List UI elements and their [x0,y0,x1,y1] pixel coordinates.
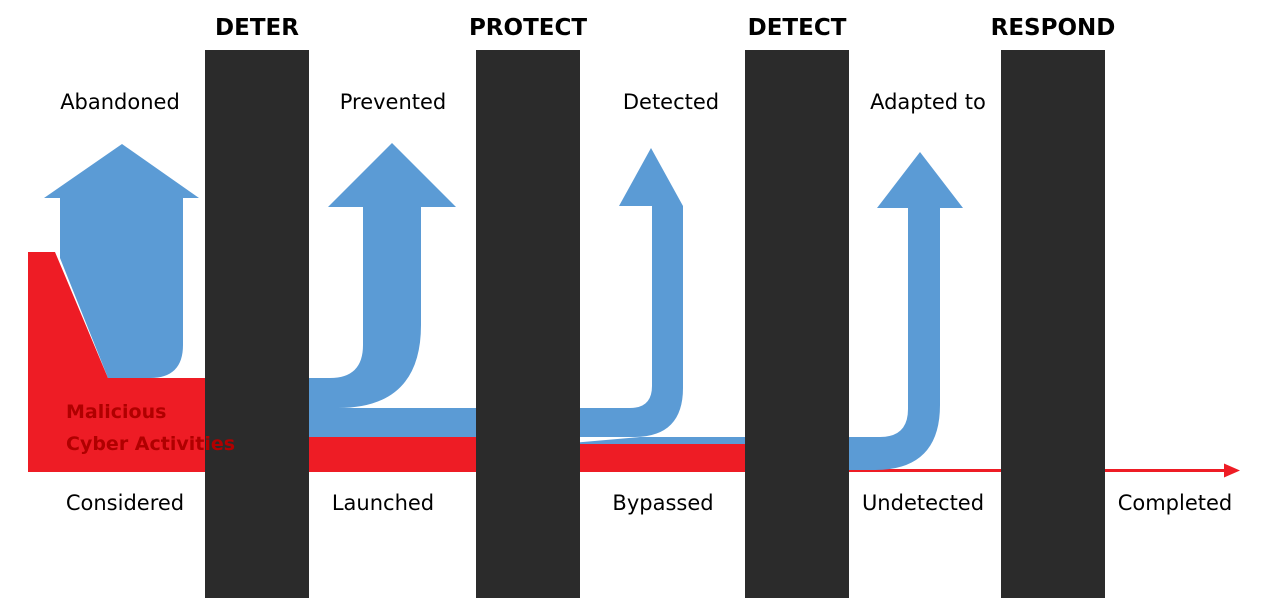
stage-label-protect: PROTECT [469,15,587,41]
outcome-label-adapted-to: Adapted to [870,90,986,114]
outcome-label-prevented: Prevented [340,90,447,114]
flow-label-completed: Completed [1118,491,1233,515]
malicious-activity-flow [28,252,1230,472]
stage-label-deter: DETER [215,15,299,41]
flow-label-launched: Launched [332,491,434,515]
respond-barrier [1001,50,1105,598]
deter-barrier [205,50,309,598]
prevented-arrow [205,143,456,408]
completion-arrowhead [1224,463,1240,478]
adapted-arrow [560,152,963,470]
malicious-label-line2: Cyber Activities [66,433,235,455]
flow-label-bypassed: Bypassed [612,491,713,515]
outcome-label-detected: Detected [623,90,719,114]
stage-label-respond: RESPOND [991,15,1116,41]
protect-barrier [476,50,580,598]
outcome-label-abandoned: Abandoned [60,90,180,114]
stage-label-detect: DETECT [748,15,847,41]
abandoned-arrow [44,144,199,378]
detect-barrier [745,50,849,598]
flow-label-considered: Considered [66,491,184,515]
flow-label-undetected: Undetected [862,491,984,515]
malicious-label-line1: Malicious [66,401,166,423]
